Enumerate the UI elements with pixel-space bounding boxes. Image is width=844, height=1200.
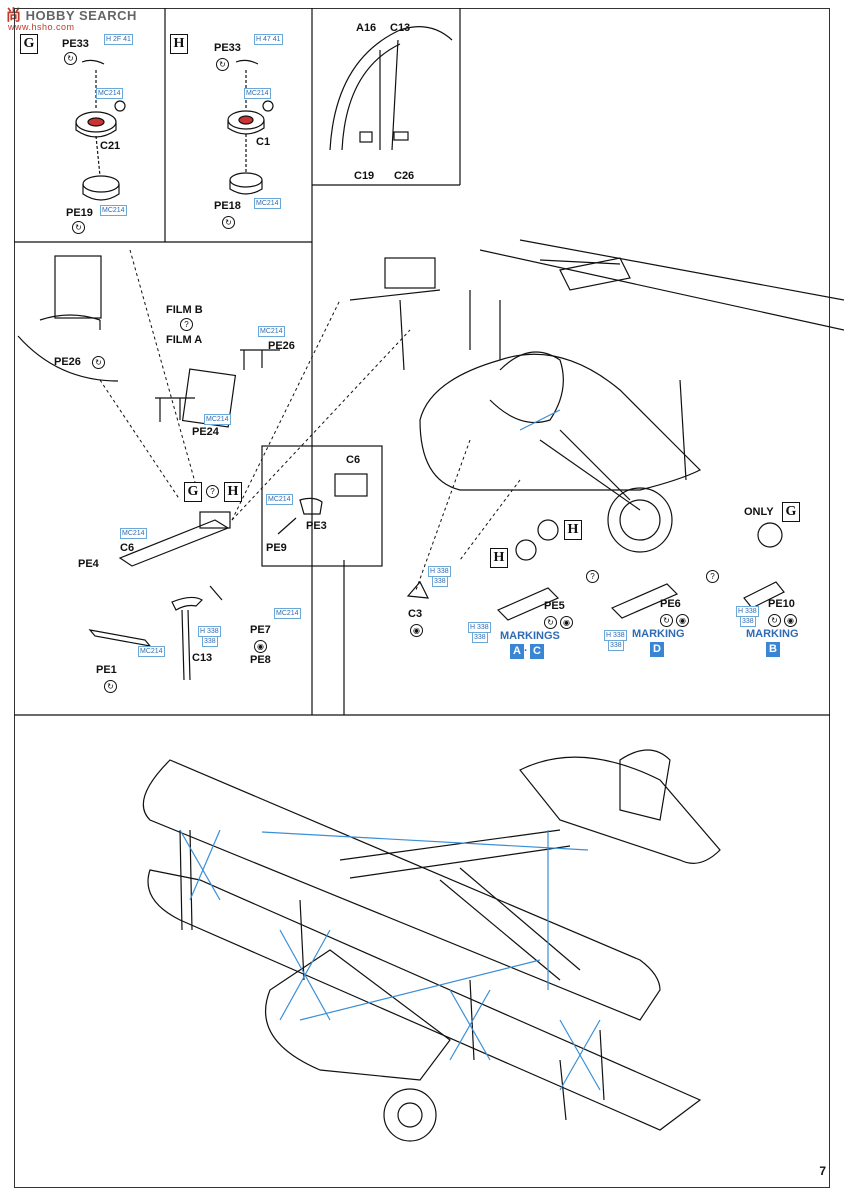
paint-tag: MC214 — [274, 608, 301, 619]
variant-g-box: G — [184, 482, 202, 502]
part-pe4: PE4 — [78, 558, 99, 570]
part-pe26: PE26 — [268, 340, 295, 352]
part-c1: C1 — [256, 136, 271, 148]
roll-icon: ◉ — [784, 614, 797, 627]
variant-h-box: H — [170, 34, 188, 54]
optional-icon: ? — [586, 570, 599, 583]
variant-g-box: G — [782, 502, 800, 522]
part-c13-cockpit: C13 — [390, 22, 411, 34]
roll-icon: ◉ — [560, 616, 573, 629]
bend-icon: ↻ — [72, 221, 85, 234]
paint-tag: MC214 — [204, 414, 231, 425]
bend-icon: ↻ — [216, 58, 229, 71]
part-pe19: PE19 — [66, 207, 93, 219]
part-pe26-left: PE26 — [54, 356, 81, 368]
part-c6-small: C6 — [346, 454, 361, 466]
marking-a-badge: A — [510, 644, 524, 659]
part-pe33-g: PE33 — [62, 38, 89, 50]
marking-d-label: MARKING — [632, 628, 685, 640]
part-pe6: PE6 — [660, 598, 681, 610]
paint-tag: MC214 — [120, 528, 147, 539]
paint-tag: MC214 — [244, 88, 271, 99]
paint-tag: MC214 — [254, 198, 281, 209]
part-c6: C6 — [120, 542, 135, 554]
paint-tag: 338 — [432, 576, 448, 587]
part-c13: C13 — [192, 652, 213, 664]
paint-tag: MC214 — [266, 494, 293, 505]
part-a16: A16 — [356, 22, 377, 34]
bend-icon: ↻ — [104, 680, 117, 693]
bend-icon: ↻ — [544, 616, 557, 629]
paint-tag: H 47 41 — [254, 34, 283, 45]
paint-tag: 338 — [472, 632, 488, 643]
marking-d-badge: D — [650, 642, 664, 657]
paint-tag: MC214 — [258, 326, 285, 337]
paint-tag: MC214 — [138, 646, 165, 657]
bend-icon: ↻ — [64, 52, 77, 65]
paint-tag: H 2F 41 — [104, 34, 133, 45]
variant-h-box: H — [224, 482, 242, 502]
part-pe8: PE8 — [250, 654, 271, 666]
page-number: 7 — [819, 1164, 826, 1178]
variant-h-box: H — [564, 520, 582, 540]
part-pe1: PE1 — [96, 664, 117, 676]
optional-icon: ? — [180, 318, 193, 331]
film-b-label: FILM B — [166, 304, 203, 316]
part-pe10: PE10 — [768, 598, 795, 610]
watermark: 尚 HOBBY SEARCH www.hsho.com — [6, 7, 137, 32]
part-c21: C21 — [100, 140, 121, 152]
part-c26: C26 — [394, 170, 415, 182]
variant-g-box: G — [20, 34, 38, 54]
bend-icon: ↻ — [222, 216, 235, 229]
paint-tag: 338 — [608, 640, 624, 651]
only-label: ONLY — [744, 506, 774, 518]
bend-icon: ↻ — [660, 614, 673, 627]
part-pe33-h: PE33 — [214, 42, 241, 54]
optional-icon: ? — [206, 485, 219, 498]
part-c3: C3 — [408, 608, 423, 620]
film-a-label: FILM A — [166, 334, 203, 346]
optional-icon: ? — [706, 570, 719, 583]
paint-tag: 338 — [740, 616, 756, 627]
paint-tag: MC214 — [96, 88, 123, 99]
marking-b-badge: B — [766, 642, 780, 657]
part-pe9: PE9 — [266, 542, 287, 554]
bend-icon: ↻ — [768, 614, 781, 627]
part-c19: C19 — [354, 170, 375, 182]
variant-h-box: H — [490, 548, 508, 568]
markings-ac-label: MARKINGS — [500, 630, 560, 642]
part-pe18: PE18 — [214, 200, 241, 212]
page-frame — [14, 8, 830, 1188]
marking-b-label: MARKING — [746, 628, 799, 640]
paint-tag: 338 — [202, 636, 218, 647]
part-pe3: PE3 — [306, 520, 327, 532]
part-pe7: PE7 — [250, 624, 271, 636]
marking-c-badge: C — [530, 644, 544, 659]
bend-icon: ↻ — [92, 356, 105, 369]
roll-icon: ◉ — [410, 624, 423, 637]
part-pe5: PE5 — [544, 600, 565, 612]
paint-tag: MC214 — [100, 205, 127, 216]
roll-icon: ◉ — [254, 640, 267, 653]
part-pe24: PE24 — [192, 426, 219, 438]
roll-icon: ◉ — [676, 614, 689, 627]
marking-separator: · — [524, 645, 528, 657]
